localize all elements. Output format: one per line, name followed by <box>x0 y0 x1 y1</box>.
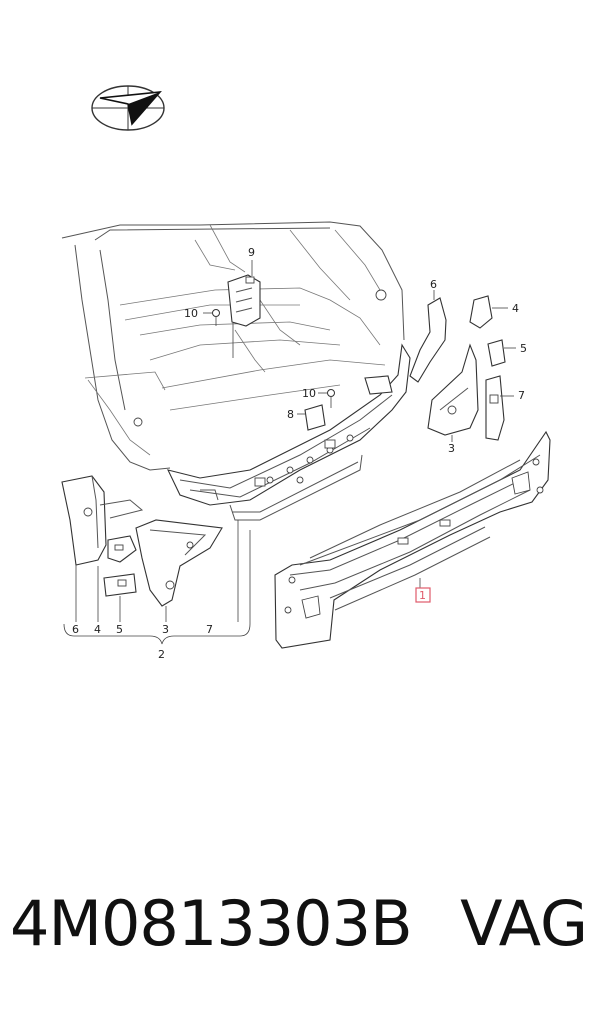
callout-4-left: 4 <box>94 623 101 636</box>
callout-5-right: 5 <box>520 342 527 355</box>
bracket-9 <box>227 260 261 327</box>
callout-7-right: 7 <box>518 389 525 402</box>
viewing-direction-icon <box>91 85 165 131</box>
callout-5-left: 5 <box>116 623 123 636</box>
callout-6-right: 6 <box>430 278 437 291</box>
callout-9: 9 <box>248 246 255 259</box>
callout-4-right: 4 <box>512 302 519 315</box>
callout-10-top: 10 <box>184 307 198 320</box>
left-rear-section-parts <box>61 475 251 645</box>
part-number: 4M0813303B <box>10 887 413 960</box>
rear-panel-part-1 <box>274 430 551 649</box>
brand-label: VAG <box>460 887 588 960</box>
parts-diagram: 9 10 10 8 6 4 5 7 3 1 6 4 5 3 7 2 <box>61 85 551 661</box>
bracket-8 <box>297 404 326 431</box>
callout-3-left: 3 <box>162 623 169 636</box>
callout-10-mid: 10 <box>302 387 316 400</box>
callout-1: 1 <box>419 589 426 602</box>
callout-8: 8 <box>287 408 294 421</box>
rear-crossmember-upper <box>166 343 411 521</box>
right-rear-section-parts <box>409 290 516 442</box>
bolt-10-mid <box>318 389 335 408</box>
callout-6-left: 6 <box>72 623 79 636</box>
callout-7-left: 7 <box>206 623 213 636</box>
part-1-highlight-box <box>415 587 431 603</box>
callout-2: 2 <box>158 648 165 661</box>
callout-3-right: 3 <box>448 442 455 455</box>
bolt-10-top <box>203 309 220 326</box>
